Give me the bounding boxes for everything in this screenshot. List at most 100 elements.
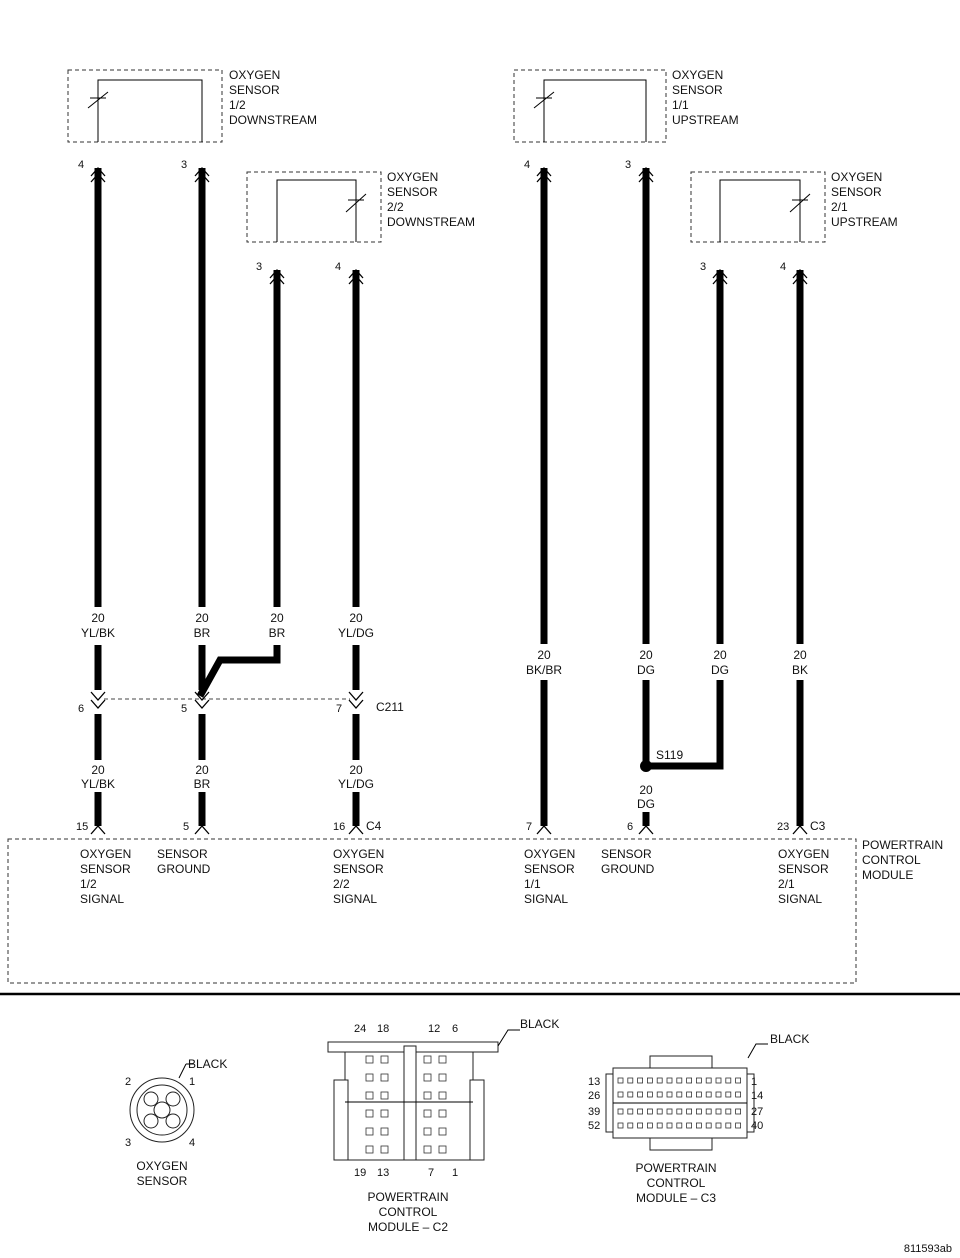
wire-gauge: 20 (793, 648, 807, 662)
pin-number: 4 (524, 159, 530, 171)
pin-cavity (380, 1091, 389, 1100)
pin-cavity (696, 1077, 702, 1084)
pin-cavity (725, 1091, 732, 1098)
pin-cavity (627, 1108, 634, 1115)
pin-number: 4 (189, 1137, 195, 1149)
pin-cavity (676, 1122, 683, 1129)
pin-number: 18 (377, 1023, 389, 1035)
pin-cavity (423, 1091, 432, 1100)
pin-cavity (735, 1122, 741, 1129)
pcm-c3-connector-view: BLACK 13 26 39 52 1 14 27 40 POWERTRAIN … (588, 1032, 809, 1205)
pin-cavity (365, 1127, 374, 1136)
pin-number: 3 (256, 261, 262, 273)
sensor-box-2-2: OXYGEN SENSOR 2/2 DOWNSTREAM (246, 170, 475, 243)
pin-cavity (365, 1091, 374, 1100)
pin-cavity (423, 1055, 432, 1064)
pin-cavity (656, 1108, 663, 1115)
pcm-box (7, 838, 857, 984)
connector-view-label: POWERTRAIN (635, 1161, 716, 1175)
pin-cavity (705, 1122, 712, 1129)
pin-number: 13 (588, 1076, 600, 1088)
sensor-label-line: SENSOR (387, 185, 438, 199)
sensor-label-line: OXYGEN (229, 68, 280, 82)
pcm-pin: 5 (183, 821, 189, 833)
pin-cavity (617, 1077, 624, 1084)
wire-gauge: 20 (349, 611, 363, 625)
pin-cavity (725, 1122, 732, 1129)
pcm-label: SENSOR (80, 862, 131, 876)
pin-cavity (705, 1077, 712, 1084)
wire-color: DG (711, 663, 729, 677)
pin-cavity (656, 1122, 663, 1129)
pin-cavity (617, 1122, 624, 1129)
pin-number: 26 (588, 1090, 600, 1102)
pcm-label: SENSOR (333, 862, 384, 876)
wire-color: YL/BK (81, 777, 115, 791)
wire-color: DG (637, 663, 655, 677)
pin-number: 24 (354, 1023, 366, 1035)
c211-label: C211 (376, 700, 404, 714)
pcm-pin: 16 (333, 821, 345, 833)
wire-gauge: 20 (639, 783, 653, 797)
pin-number: 4 (780, 261, 786, 273)
pin-cavity (705, 1108, 712, 1115)
pcm-chevrons (90, 825, 808, 835)
wire-gauge: 20 (537, 648, 551, 662)
pin-cavity (423, 1145, 432, 1154)
pin-number: 7 (428, 1167, 434, 1179)
pin-cavity (666, 1122, 673, 1129)
pcm-label: OXYGEN (333, 847, 384, 861)
pin-cavity (617, 1108, 624, 1115)
pcm-label: SENSOR (157, 847, 208, 861)
wire-gauge: 20 (195, 763, 209, 777)
pin-cavity (715, 1077, 722, 1084)
pin-cavity (627, 1122, 634, 1129)
pin-cavity (423, 1073, 432, 1082)
sensor-label-line: 2/2 (387, 200, 404, 214)
pin-cavity (438, 1073, 447, 1082)
sensor-label-line: DOWNSTREAM (229, 113, 317, 127)
wire-color: YL/DG (338, 626, 374, 640)
sensor-label-line: SENSOR (672, 83, 723, 97)
sensor-label-line: OXYGEN (831, 170, 882, 184)
pin-cavity (365, 1109, 374, 1118)
pcm-pin: 7 (526, 821, 532, 833)
pcm-label: SENSOR (601, 847, 652, 861)
pin-cavity (725, 1108, 732, 1115)
pin-cavity (365, 1055, 374, 1064)
pcm-label: 1/1 (524, 877, 541, 891)
wire-gauge: 20 (713, 648, 727, 662)
pin-number: 3 (625, 159, 631, 171)
oxygen-sensor-connector-view: BLACK 2 1 3 4 OXYGEN SENSOR (125, 1057, 227, 1188)
wire-color: YL/BK (81, 626, 115, 640)
pcm-c2-connector-view: BLACK 24 18 12 6 19 13 7 1 POWERTRAIN CO… (327, 1017, 559, 1234)
pin-number: 1 (189, 1076, 195, 1088)
connector-color: BLACK (188, 1057, 227, 1071)
pin-number: 27 (751, 1106, 763, 1118)
pcm-pin: 23 (777, 821, 789, 833)
pin-cavity (617, 1091, 624, 1098)
wire-gauge: 20 (639, 648, 653, 662)
pin-cavity (676, 1091, 683, 1098)
pin-cavity (637, 1122, 643, 1129)
connector-view-label: OXYGEN (136, 1159, 187, 1173)
c211-chevrons (90, 691, 364, 709)
connector-view-label: CONTROL (379, 1205, 438, 1219)
pin-cavity (423, 1109, 432, 1118)
pcm-label: GROUND (157, 862, 211, 876)
pin-cavity (676, 1108, 683, 1115)
pcm-title-line: POWERTRAIN (862, 838, 943, 852)
sensor-label-line: SENSOR (831, 185, 882, 199)
pin-cavity (438, 1109, 447, 1118)
figure-id: 811593ab (904, 1243, 952, 1255)
wire-color: BR (194, 626, 211, 640)
pin-number: 4 (335, 261, 341, 273)
pin-cavity (637, 1091, 643, 1098)
pin-cavity (735, 1091, 741, 1098)
pin-cavity (735, 1108, 741, 1115)
pin-cavity (647, 1122, 653, 1129)
pin-cavity (365, 1145, 374, 1154)
pin-cavity (696, 1122, 702, 1129)
